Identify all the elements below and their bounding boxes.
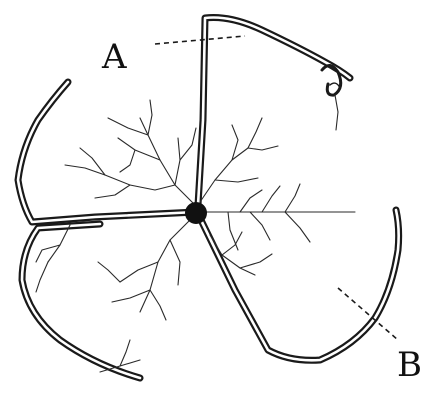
vessel-loop-detail [322,65,341,95]
vessel-lower-right [200,210,399,360]
vessel-left-upper [18,82,196,222]
label-a: A [101,37,127,77]
label-b: B [397,345,422,385]
vessel-upper-right [198,18,350,206]
branch-network [36,95,355,372]
central-node [185,202,207,224]
vessel-walls [18,18,399,379]
leader-line-a [155,36,245,44]
